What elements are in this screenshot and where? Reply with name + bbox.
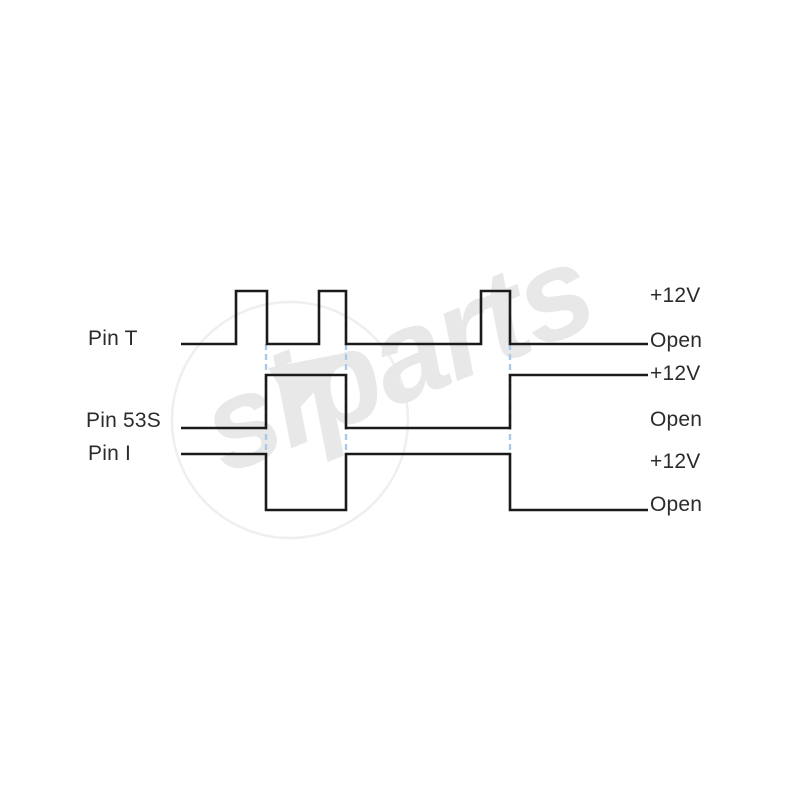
signal-name-labels: Pin T Pin 53S Pin I xyxy=(86,327,161,465)
pin-i-high-label: +12V xyxy=(650,450,700,473)
pin-i-low-label: Open xyxy=(650,493,702,516)
watermark-text: siparts xyxy=(182,216,612,501)
level-labels: +12V Open +12V Open +12V Open xyxy=(650,284,702,516)
waveform-traces xyxy=(181,289,648,512)
pin-t-low-label: Open xyxy=(650,329,702,352)
signal-label-pin-i: Pin I xyxy=(88,442,131,465)
pin-t-high-label: +12V xyxy=(650,284,700,307)
pin-53s-low-label: Open xyxy=(650,408,702,431)
waveform-pin-i xyxy=(181,452,648,512)
watermark-circle-icon xyxy=(170,300,410,540)
waveform-pin-53s xyxy=(181,373,648,430)
waveform-pin-t xyxy=(181,289,648,346)
signal-label-pin-t: Pin T xyxy=(88,327,138,350)
pin-53s-high-label: +12V xyxy=(650,362,700,385)
signal-label-pin-53s: Pin 53S xyxy=(86,409,161,432)
watermark-group: siparts xyxy=(170,216,612,540)
watermark-swoosh-icon xyxy=(268,352,350,412)
